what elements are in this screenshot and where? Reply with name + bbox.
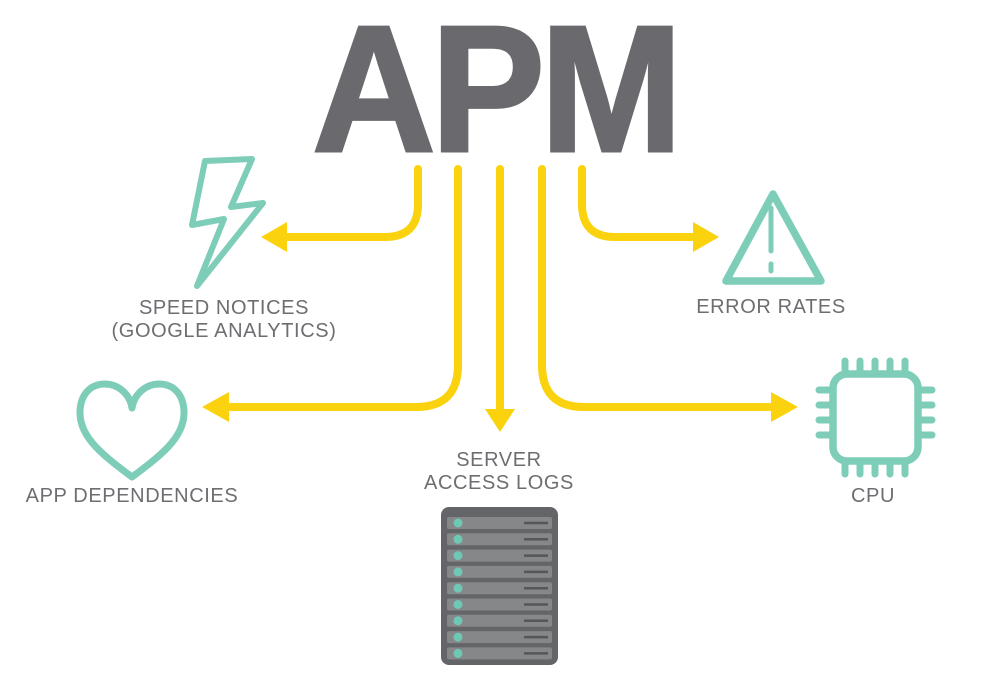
server-access-logs-label: SERVER ACCESS LOGS (424, 449, 574, 495)
speed-notices-label: SPEED NOTICES (GOOGLE ANALYTICS) (112, 297, 337, 343)
error-rates-label-line1: ERROR RATES (696, 296, 846, 318)
server-rack-icon (441, 507, 558, 665)
connector-cpu (538, 165, 798, 422)
speed-notices-label-line2: (GOOGLE ANALYTICS) (111, 320, 337, 342)
cpu-chip-icon (815, 357, 936, 478)
connector-error-rates (578, 165, 719, 252)
cpu-label-line1: CPU (850, 485, 896, 507)
cpu-label: CPU (851, 485, 895, 508)
apm-connector-arrows (202, 165, 798, 432)
lightning-bolt-icon (189, 156, 266, 289)
app-dependencies-label: APP DEPENDENCIES (26, 485, 239, 508)
server-bays (447, 517, 552, 660)
server-access-logs-label-line1: SERVER (456, 449, 542, 471)
app-dependencies-label-line1: APP DEPENDENCIES (25, 485, 239, 507)
speed-notices-label-line1: SPEED NOTICES (138, 297, 310, 319)
warning-triangle-icon (722, 190, 825, 285)
connector-speed-notices (261, 165, 422, 252)
connector-app-dependencies (202, 165, 462, 422)
error-rates-label: ERROR RATES (696, 296, 846, 319)
connector-server-access-logs (485, 165, 515, 432)
server-access-logs-label-line2: ACCESS LOGS (424, 472, 574, 494)
heart-icon (76, 380, 188, 481)
page-title: APM (311, 0, 684, 190)
